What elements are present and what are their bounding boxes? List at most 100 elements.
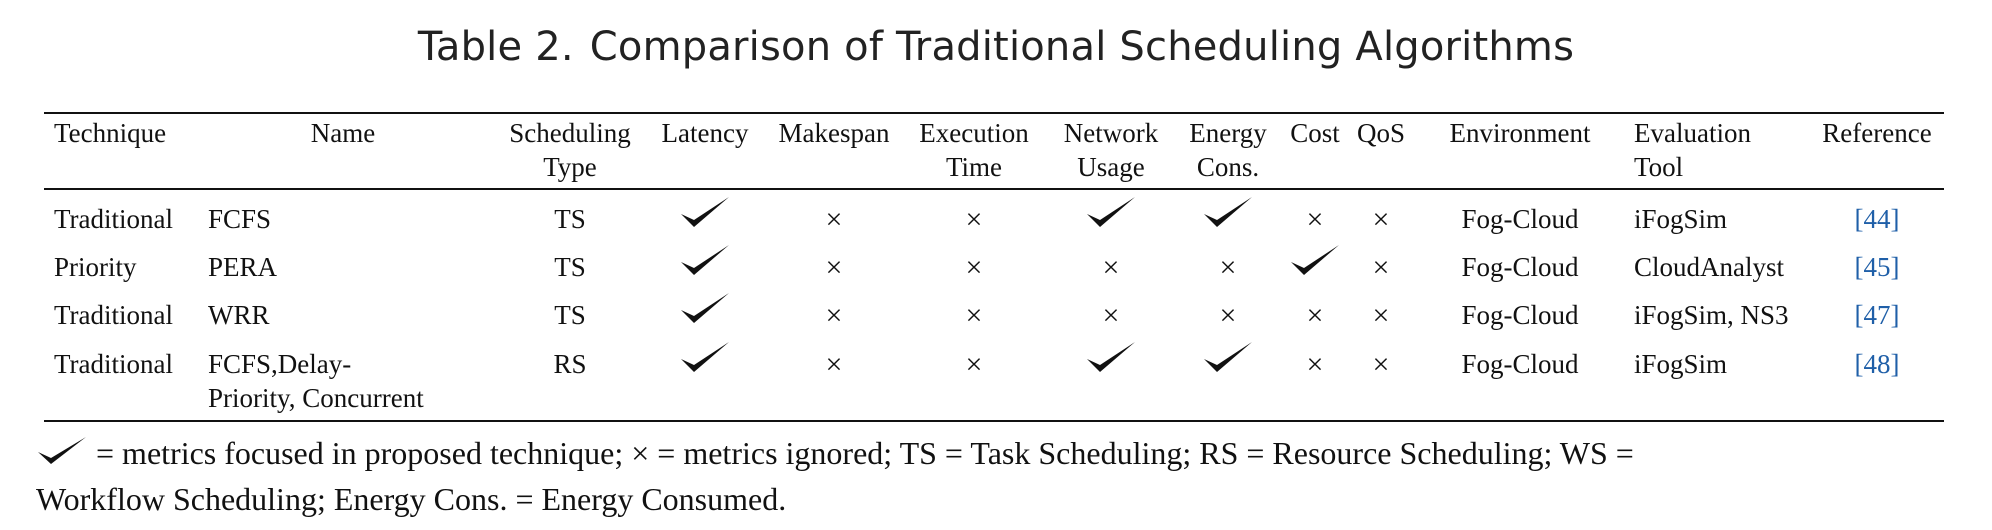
close-bracket: ]: [1890, 300, 1900, 330]
checkmark-icon: [1282, 242, 1348, 278]
header-rule: [44, 188, 1944, 190]
row-evaluation-tool: iFogSim: [1634, 204, 1728, 234]
header-text: Usage: [1077, 152, 1145, 182]
reference-link[interactable]: 47: [1863, 300, 1891, 330]
close-bracket: ]: [1890, 349, 1900, 379]
row-technique: Priority: [54, 252, 137, 282]
header-text: Scheduling: [509, 118, 631, 148]
cross-icon: ×: [1306, 299, 1324, 332]
row-technique: Traditional: [54, 349, 174, 379]
header-text: Latency: [661, 118, 749, 148]
header-makespan: Makespan: [766, 116, 902, 150]
close-bracket: ]: [1890, 252, 1900, 282]
header-text: Network: [1063, 118, 1159, 148]
checkmark-icon: [36, 435, 88, 471]
row-name-line: FCFS: [208, 204, 272, 234]
reference-link[interactable]: 48: [1863, 349, 1891, 379]
header-text: Execution: [919, 118, 1029, 148]
cross-icon: ×: [965, 203, 983, 236]
header-text: Cons.: [1196, 152, 1260, 182]
row-environment: Fog-Cloud: [1461, 252, 1579, 282]
caption-number: Table 2.: [417, 24, 574, 70]
header-text: Cost: [1290, 118, 1340, 148]
open-bracket: [: [1854, 204, 1864, 234]
cross-icon: ×: [1372, 203, 1390, 236]
header-text: Evaluation: [1634, 118, 1751, 148]
row-name: FCFS: [208, 202, 478, 236]
header-qos: QoS: [1352, 116, 1410, 150]
header-reference: Reference: [1812, 116, 1942, 150]
header-text: Time: [945, 152, 1003, 182]
checkmark-icon: [648, 290, 762, 326]
reference-cell: [48]: [1812, 347, 1942, 381]
cross-icon: ×: [825, 251, 843, 284]
cross-icon: ×: [965, 348, 983, 381]
checkmark-icon: [1052, 339, 1170, 375]
footnote-cross-meaning: = metrics ignored; TS = Task Scheduling;…: [657, 435, 1634, 471]
reference-cell: [47]: [1812, 298, 1942, 332]
checkmark-icon: [648, 194, 762, 230]
cross-icon: ×: [1372, 251, 1390, 284]
close-bracket: ]: [1890, 204, 1900, 234]
row-technique: Traditional: [54, 204, 174, 234]
checkmark-icon: [648, 339, 762, 375]
cross-icon: ×: [1306, 203, 1324, 236]
checkmark-icon: [1174, 194, 1282, 230]
checkmark-icon: [1052, 194, 1170, 230]
row-name-line: PERA: [208, 252, 278, 282]
header-latency: Latency: [648, 116, 762, 150]
reference-link[interactable]: 44: [1863, 204, 1891, 234]
row-evaluation-tool: iFogSim, NS3: [1634, 300, 1789, 330]
header-text: QoS: [1356, 118, 1405, 148]
table-footnote: = metrics focused in proposed technique;…: [36, 430, 1956, 522]
cross-icon: ×: [825, 348, 843, 381]
bottom-rule: [44, 420, 1944, 422]
footnote-check-meaning: = metrics focused in proposed technique;: [96, 435, 624, 471]
open-bracket: [: [1854, 300, 1864, 330]
row-scheduling-type: TS: [554, 204, 586, 234]
header-text: Name: [310, 118, 376, 148]
cross-icon: ×: [1372, 348, 1390, 381]
row-scheduling-type: RS: [553, 349, 587, 379]
row-evaluation-tool: iFogSim: [1634, 349, 1728, 379]
header-text: Environment: [1449, 118, 1591, 148]
row-scheduling-type: TS: [554, 300, 586, 330]
cross-icon: ×: [965, 251, 983, 284]
cross-icon: ×: [1102, 251, 1120, 284]
reference-link[interactable]: 45: [1863, 252, 1891, 282]
header-text: Type: [543, 152, 597, 182]
row-evaluation-tool: CloudAnalyst: [1634, 252, 1785, 282]
row-environment: Fog-Cloud: [1461, 349, 1579, 379]
header-environment: Environment: [1420, 116, 1620, 150]
header-name: Name: [208, 116, 478, 150]
row-name-line: FCFS,Delay-: [208, 349, 352, 379]
table-caption: Table 2. Comparison of Traditional Schedu…: [0, 24, 1992, 70]
row-environment: Fog-Cloud: [1461, 204, 1579, 234]
cross-icon: ×: [1219, 299, 1237, 332]
row-technique: Traditional: [54, 300, 174, 330]
header-text: Reference: [1822, 118, 1932, 148]
header-text: Technique: [54, 118, 167, 148]
checkmark-icon: [1174, 339, 1282, 375]
cross-icon: ×: [825, 203, 843, 236]
row-scheduling-type: TS: [554, 252, 586, 282]
cross-icon: ×: [825, 299, 843, 332]
row-name-line: WRR: [208, 300, 270, 330]
header-text: Tool: [1634, 152, 1684, 182]
top-rule: [44, 112, 1944, 114]
header-technique: Technique: [54, 116, 204, 150]
reference-cell: [45]: [1812, 250, 1942, 284]
row-name: FCFS,Delay-Priority, Concurrent: [208, 347, 478, 415]
row-name: WRR: [208, 298, 478, 332]
footnote-line-2: Workflow Scheduling; Energy Cons. = Ener…: [36, 481, 787, 517]
cross-icon: ×: [1372, 299, 1390, 332]
caption-title: Comparison of Traditional Scheduling Alg…: [589, 24, 1575, 70]
open-bracket: [: [1854, 349, 1864, 379]
cross-icon: ×: [1102, 299, 1120, 332]
header-text: Energy: [1189, 118, 1267, 148]
